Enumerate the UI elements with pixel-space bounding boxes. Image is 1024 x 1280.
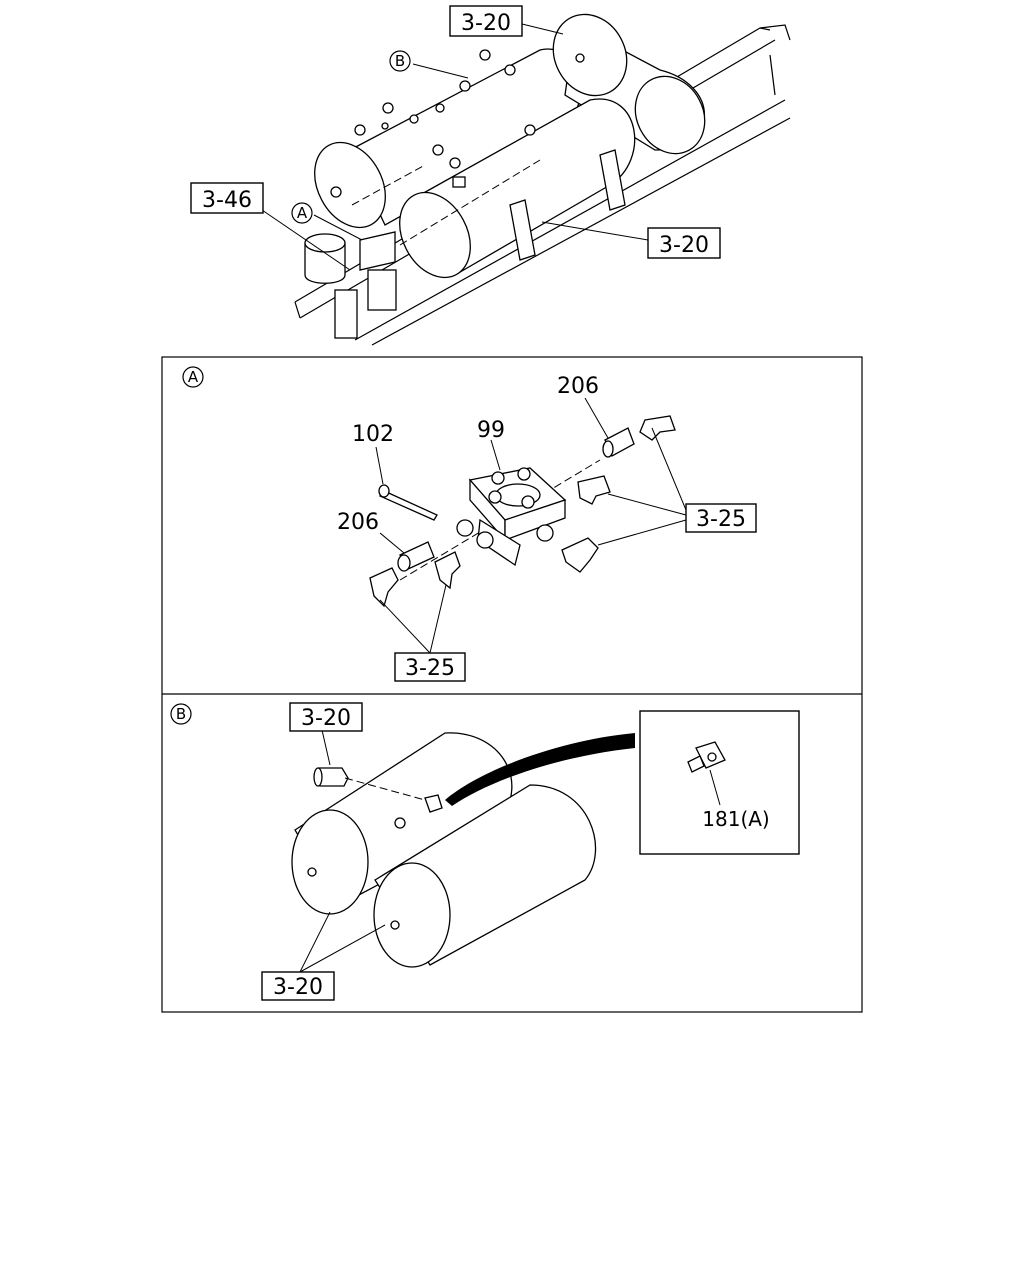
ref-box-top[interactable]: 3-20	[449, 5, 523, 37]
marker-label: B	[176, 705, 186, 723]
drain-valve[interactable]	[313, 767, 349, 787]
mounting-bracket	[304, 231, 397, 339]
overview-illustration: 3-20 3-46 3-20 B A	[190, 5, 791, 346]
air-tank-front	[399, 98, 636, 279]
zoom-indicator	[445, 733, 635, 806]
detail-b: B	[170, 702, 800, 1001]
marker-label: A	[297, 204, 308, 222]
ref-label: 3-20	[273, 975, 323, 1000]
adapter-206-upper[interactable]	[602, 427, 635, 458]
leader-line	[261, 209, 351, 271]
detail-a-marker: A	[182, 366, 204, 388]
air-tank-front-b	[373, 784, 597, 968]
ref-box-3-20-top[interactable]: 3-20	[289, 702, 363, 732]
ref-box-3-25-bottom[interactable]: 3-25	[394, 652, 466, 682]
fitting-181[interactable]	[394, 794, 443, 829]
part-number-99: 99	[477, 418, 505, 443]
part-number-102: 102	[352, 422, 394, 447]
air-tank-far	[552, 13, 706, 155]
marker-a[interactable]: A	[291, 202, 313, 224]
ref-box-left[interactable]: 3-46	[190, 182, 264, 214]
part-number-206-upper: 206	[557, 374, 599, 399]
leader-line	[313, 214, 363, 241]
fitting-181-detail[interactable]	[687, 741, 726, 773]
detail-b-marker: B	[170, 703, 192, 725]
detail-panel-frame	[161, 356, 863, 1013]
ref-label: 3-20	[461, 11, 511, 36]
ref-box-3-20-bottom[interactable]: 3-20	[261, 971, 335, 1001]
marker-b[interactable]: B	[389, 50, 411, 72]
ref-label: 3-25	[696, 507, 746, 532]
elbow-fitting[interactable]	[369, 415, 676, 608]
leader-line	[412, 63, 469, 79]
leader-line	[541, 221, 649, 241]
ref-label: 3-25	[405, 656, 455, 681]
ref-label: 3-20	[659, 233, 709, 258]
part-number-206-lower: 206	[337, 510, 379, 535]
adapter-206-lower[interactable]	[397, 541, 435, 572]
marker-label: A	[188, 368, 199, 386]
part-number-181a: 181(A)	[702, 807, 769, 831]
leader-line	[521, 23, 564, 35]
relay-valve[interactable]	[456, 467, 567, 567]
ref-label: 3-20	[301, 706, 351, 731]
ref-box-3-25-right[interactable]: 3-25	[685, 503, 757, 533]
detail-a: A	[182, 366, 757, 682]
marker-label: B	[395, 52, 405, 70]
ref-label: 3-46	[202, 188, 252, 213]
ref-box-right[interactable]: 3-20	[647, 227, 721, 259]
air-tank-upper	[314, 48, 582, 229]
bolt-102[interactable]	[378, 484, 438, 521]
tank-fittings	[354, 49, 536, 188]
inset-box: 181(A)	[639, 710, 800, 855]
